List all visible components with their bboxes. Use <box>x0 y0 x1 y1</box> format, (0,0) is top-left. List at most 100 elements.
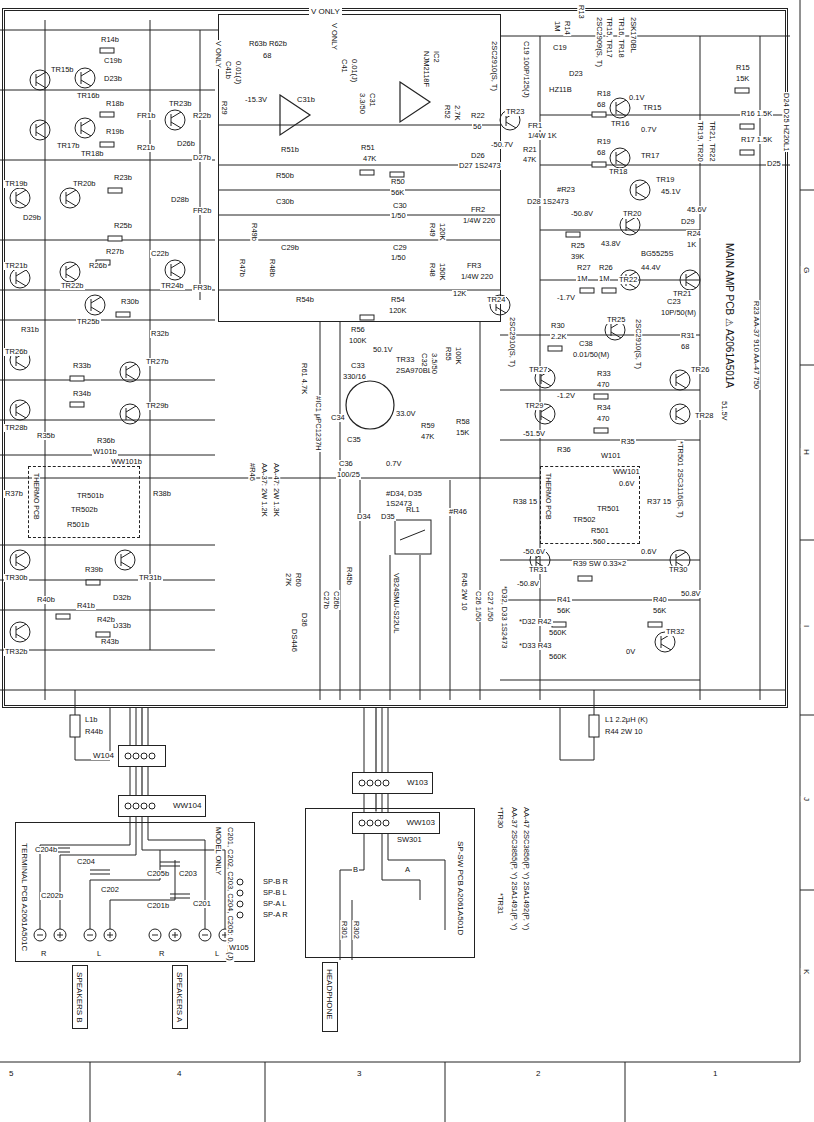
component-label: B <box>352 866 359 874</box>
speaker-terminal <box>172 932 178 938</box>
connector-pin <box>133 753 139 759</box>
speaker-terminal <box>57 932 63 938</box>
component-label: 100K <box>348 337 368 345</box>
connector-pin <box>149 803 155 809</box>
transistor-symbol <box>611 322 621 338</box>
component-label: 47K <box>362 155 377 163</box>
component-label: R25b <box>113 222 133 230</box>
component-label: 47K <box>420 433 435 441</box>
component-label: TR30 <box>668 566 688 574</box>
component-label: R52 <box>443 104 451 120</box>
component-label: TR31 <box>528 566 548 574</box>
connector-pin <box>367 780 373 786</box>
component-label: 56K <box>556 607 571 615</box>
component-label: 68 <box>262 52 272 60</box>
wire <box>364 708 388 812</box>
speaker-terminal <box>84 929 96 941</box>
component-label: V ONLY <box>330 22 338 51</box>
component-label: 50.1V <box>372 346 394 354</box>
pcb-title: WW103 <box>405 818 437 827</box>
component-label: R19 <box>596 138 612 146</box>
speaker-terminal <box>34 929 231 941</box>
transistor-symbol <box>126 364 136 380</box>
grid-reference: H <box>801 448 810 456</box>
component-label: 2SK170BL <box>629 16 637 54</box>
component-label: W101 <box>600 452 622 460</box>
connector-pin <box>237 912 243 918</box>
transistor-symbol <box>680 270 700 290</box>
resistor-symbol <box>116 312 130 317</box>
transistor-symbol <box>75 68 95 88</box>
component-label: R19b <box>105 128 125 136</box>
component-label: C29 <box>392 244 408 252</box>
transistor-symbol <box>81 120 91 136</box>
component-label: R62b <box>268 40 288 48</box>
component-label: TR26 <box>690 366 710 374</box>
pcb-outline: WW103 <box>352 812 440 834</box>
component-label: C204b <box>34 846 58 854</box>
component-label: D26b <box>176 140 196 148</box>
component-label: 100/25 <box>336 471 361 479</box>
component-label: 56K <box>652 607 667 615</box>
component-label: TR18b <box>80 150 105 158</box>
transistor-symbol <box>670 404 690 424</box>
component-label: C38 <box>578 340 594 348</box>
component-label: R36 <box>556 446 572 454</box>
component-label: R501b <box>66 521 90 529</box>
component-label: R58 <box>455 418 471 426</box>
component-label: C203 <box>178 870 198 878</box>
component-label: R33 <box>596 370 612 378</box>
pcb-title: SPEAKERS A <box>175 970 184 1024</box>
transistor-symbol <box>91 297 101 313</box>
component-label: C27b <box>322 590 330 610</box>
pcb-outline: SPEAKERS B <box>72 965 88 1029</box>
resistor-symbol <box>108 188 122 193</box>
inductor-symbol <box>70 715 599 737</box>
transistor-symbol <box>66 190 76 206</box>
component-label: R54b <box>295 296 315 304</box>
pcb-outline: SPEAKERS A <box>172 965 188 1029</box>
transistor-symbol <box>75 68 95 88</box>
transistor-symbol <box>85 295 105 315</box>
component-label: R21 <box>522 146 538 154</box>
transistor-symbol <box>670 404 690 424</box>
component-label: TR23 <box>505 108 525 116</box>
transistor-symbol <box>661 634 671 650</box>
component-label: R56 <box>350 326 366 334</box>
connector-pin <box>359 820 365 826</box>
component-label: TR17b <box>56 142 81 150</box>
component-label: R61 4.7K <box>300 362 308 395</box>
pcb-title: HEADPHONE <box>325 967 334 1022</box>
resistor-symbol <box>100 142 114 147</box>
pcb-outline: W104 <box>118 745 166 767</box>
component-label: L <box>96 950 102 958</box>
connector-pin <box>149 753 155 759</box>
grid-reference: K <box>801 968 810 975</box>
component-label: R40 <box>652 596 668 604</box>
component-label: R17 1.5K <box>740 136 773 144</box>
resistor-symbol <box>96 632 110 637</box>
transistor-symbol <box>36 122 46 138</box>
component-label: VB24SMU-S22UL <box>392 572 400 634</box>
component-label: 68 <box>596 101 606 109</box>
pcb-title: THERMO PCB <box>544 471 552 522</box>
component-label: TR22b <box>60 282 85 290</box>
component-label: FR3 <box>466 262 482 270</box>
component-label: 51.5V <box>720 400 728 422</box>
transistor-symbol <box>30 70 50 90</box>
transistor-symbol <box>81 70 91 86</box>
component-label: 0.1V <box>628 94 645 102</box>
component-label: C201b <box>146 902 170 910</box>
component-label: R51b <box>280 146 300 154</box>
component-label: 1/50 <box>390 212 407 220</box>
speaker-terminal <box>104 929 116 941</box>
relay-symbol <box>400 530 425 540</box>
component-label: R59 <box>420 422 436 430</box>
component-label: SP-A L <box>262 900 287 908</box>
resistor-symbol <box>100 48 114 53</box>
component-label: 3.3/50 <box>358 92 366 115</box>
resistor-symbol <box>390 172 404 177</box>
component-label: AA-37 2SC3855(P, Y) 2SA1491(P, Y) <box>510 806 518 931</box>
speaker-terminal <box>149 929 161 941</box>
